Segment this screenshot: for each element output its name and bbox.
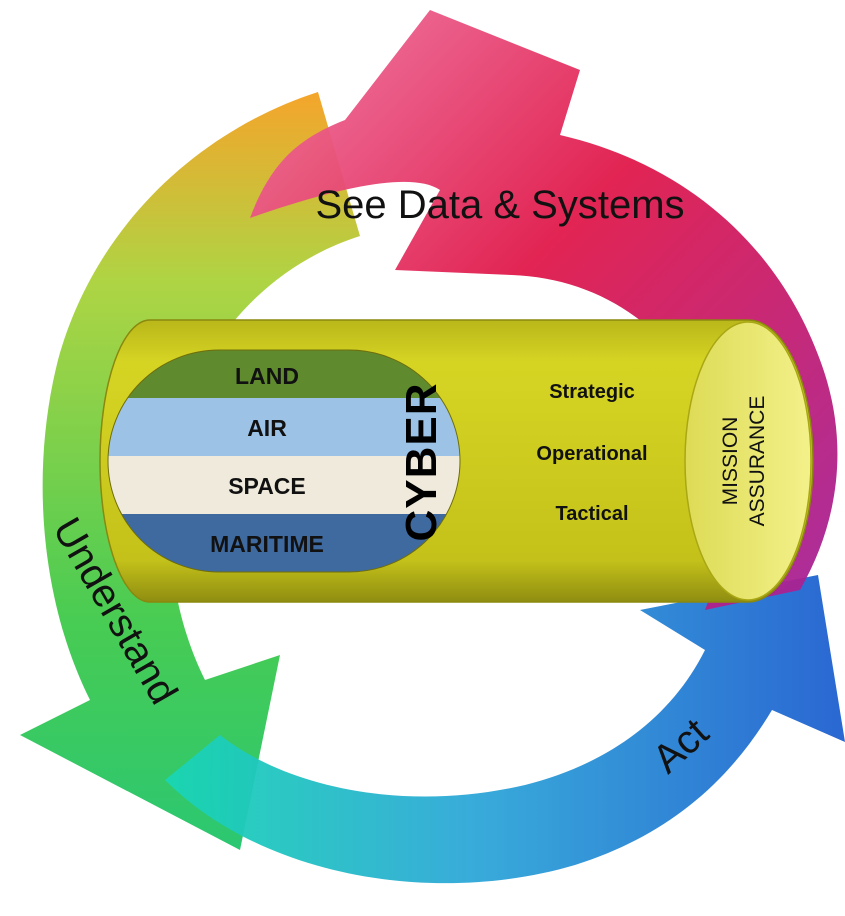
see-data-systems-label: See Data & Systems (315, 183, 684, 227)
cyber-label: CYBER (397, 382, 446, 541)
mission-label: MISSION (719, 417, 742, 506)
act-arrow (165, 575, 845, 884)
maritime-label: MARITIME (210, 531, 324, 557)
tactical-label: Tactical (556, 503, 629, 525)
assurance-label: ASSURANCE (746, 396, 769, 527)
land-label: LAND (235, 363, 299, 389)
understand-arrow (20, 92, 360, 850)
air-band (108, 398, 460, 456)
cycle-arrows (20, 10, 845, 884)
air-label: AIR (247, 415, 287, 441)
domain-pill-outline (107, 349, 461, 573)
cylinder-cap (684, 321, 812, 601)
operational-label: Operational (536, 443, 647, 465)
space-label: SPACE (228, 473, 306, 499)
space-band (108, 456, 460, 514)
strategic-label: Strategic (549, 381, 635, 403)
see-arrow (250, 10, 838, 610)
